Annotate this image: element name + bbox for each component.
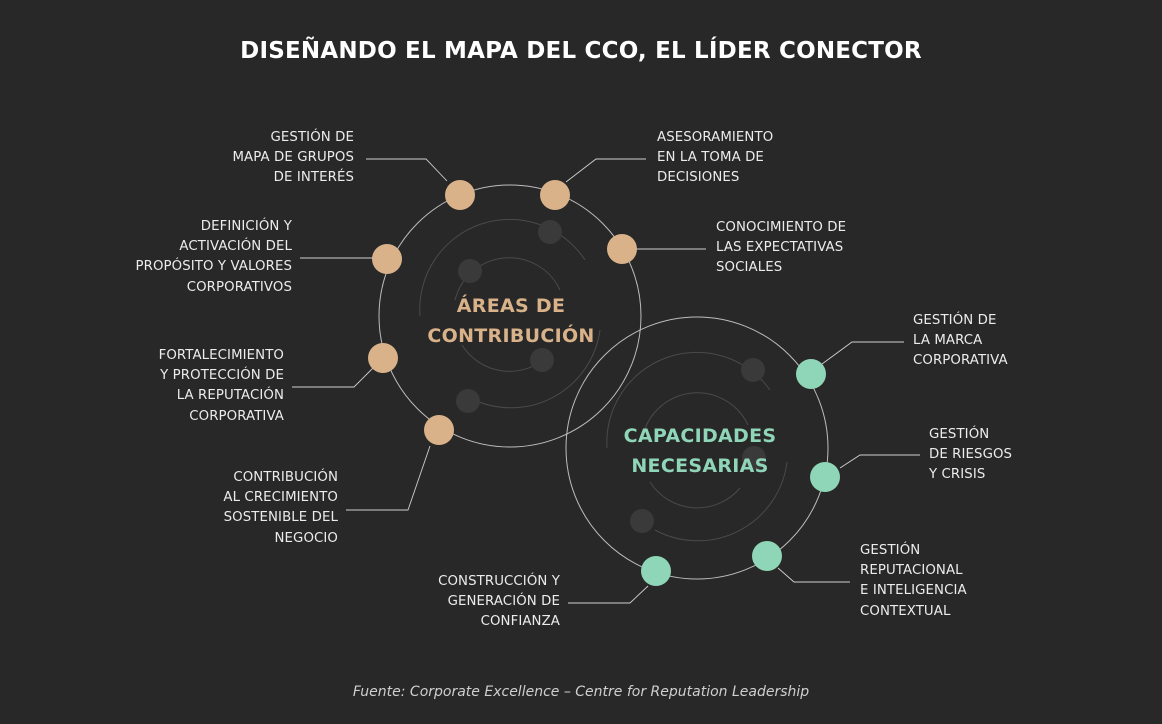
- capacidades-item-dot: [641, 556, 671, 586]
- capacidades-title-line: CAPACIDADES: [623, 425, 777, 447]
- area-item-label: CONOCIMIENTO DE LAS EXPECTATIVAS SOCIALE…: [716, 218, 846, 279]
- label-line: DE RIESGOS: [929, 447, 1013, 463]
- areas-item-dot: [540, 180, 570, 210]
- label-line: CONFIANZA: [480, 614, 560, 630]
- label-line: CONSTRUCCIÓN Y: [438, 574, 560, 589]
- areas-item-dot: [368, 343, 398, 373]
- label-line: E INTELIGENCIA: [860, 583, 967, 599]
- capacidades-inner-dot: [741, 358, 765, 382]
- capacidad-item-label: GESTIÓN DE RIESGOS Y CRISIS: [929, 425, 1012, 486]
- label-line: FORTALECIMIENTO: [158, 348, 284, 363]
- label-line: DEFINICIÓN Y: [200, 219, 292, 234]
- capacidades-center-title: CAPACIDADES NECESARIAS: [600, 421, 800, 481]
- page-title: DISEÑANDO EL MAPA DEL CCO, EL LÍDER CONE…: [240, 38, 922, 64]
- label-line: CORPORATIVOS: [186, 279, 292, 295]
- label-line: LA MARCA: [913, 333, 983, 349]
- label-line: ASESORAMIENTO: [657, 130, 774, 145]
- area-item-label: ASESORAMIENTO EN LA TOMA DE DECISIONES: [657, 128, 773, 189]
- areas-inner-dot: [456, 389, 480, 413]
- capacidades-item-dot: [752, 541, 782, 571]
- label-line: LA REPUTACIÓN: [176, 388, 284, 404]
- label-line: CONOCIMIENTO DE: [716, 220, 847, 235]
- area-item-label: FORTALECIMIENTO Y PROTECCIÓN DE LA REPUT…: [159, 346, 284, 427]
- capacidades-outer-ring: [565, 316, 829, 580]
- label-line: DE INTERÉS: [273, 170, 354, 186]
- areas-title-line: CONTRIBUCIÓN: [427, 325, 595, 347]
- areas-item-dot: [424, 415, 454, 445]
- label-line: NEGOCIO: [274, 530, 338, 546]
- label-line: MAPA DE GRUPOS: [232, 150, 354, 166]
- capacidades-inner-arcs: [606, 351, 788, 542]
- label-line: REPUTACIONAL: [860, 563, 963, 579]
- label-line: GESTIÓN DE: [913, 313, 997, 328]
- label-line: SOSTENIBLE DEL: [223, 510, 338, 526]
- areas-inner-dot: [530, 348, 554, 372]
- label-line: DECISIONES: [657, 170, 740, 186]
- capacidades-item-dot: [796, 359, 826, 389]
- capacidades-item-dot: [810, 462, 840, 492]
- label-line: GESTIÓN DE: [270, 130, 354, 145]
- label-line: AL CRECIMIENTO: [223, 490, 338, 506]
- areas-outer-ring: [378, 184, 642, 448]
- area-item-label: CONTRIBUCIÓN AL CRECIMIENTO SOSTENIBLE D…: [223, 468, 338, 549]
- areas-item-dot: [372, 244, 402, 274]
- areas-item-dot: [607, 234, 637, 264]
- connector-lines: [292, 158, 920, 604]
- label-line: GENERACIÓN DE: [447, 594, 560, 610]
- capacidad-item-label: GESTIÓN DE LA MARCA CORPORATIVA: [913, 311, 1008, 372]
- capacidad-item-label: GESTIÓN REPUTACIONAL E INTELIGENCIA CONT…: [860, 541, 967, 622]
- capacidades-inner-dot: [742, 446, 766, 470]
- label-line: CORPORATIVA: [189, 408, 284, 424]
- label-line: LAS EXPECTATIVAS: [716, 240, 844, 256]
- label-line: GESTIÓN: [860, 543, 921, 558]
- label-line: Y PROTECCIÓN DE: [160, 368, 284, 384]
- source-caption: Fuente: Corporate Excellence – Centre fo…: [352, 684, 810, 700]
- capacidades-inner-dot: [630, 509, 654, 533]
- label-line: GESTIÓN: [929, 427, 990, 442]
- label-line: PROPÓSITO Y VALORES: [135, 259, 292, 275]
- label-line: ACTIVACIÓN DEL: [179, 239, 292, 255]
- areas-inner-dot: [538, 220, 562, 244]
- capacidades-title-line: NECESARIAS: [631, 455, 769, 477]
- areas-inner-dot: [458, 259, 482, 283]
- label-line: SOCIALES: [716, 260, 783, 276]
- area-item-label: DEFINICIÓN Y ACTIVACIÓN DEL PROPÓSITO Y …: [136, 217, 292, 298]
- label-line: Y CRISIS: [929, 467, 986, 483]
- label-line: CONTEXTUAL: [860, 603, 951, 619]
- label-line: EN LA TOMA DE: [657, 150, 764, 166]
- label-line: CONTRIBUCIÓN: [233, 470, 338, 485]
- areas-item-dot: [445, 180, 475, 210]
- label-line: CORPORATIVA: [913, 353, 1008, 369]
- area-item-label: GESTIÓN DE MAPA DE GRUPOS DE INTERÉS: [232, 128, 354, 189]
- areas-center-title: ÁREAS DE CONTRIBUCIÓN: [411, 291, 611, 351]
- capacidad-item-label: CONSTRUCCIÓN Y GENERACIÓN DE CONFIANZA: [438, 572, 560, 633]
- areas-title-line: ÁREAS DE: [456, 295, 566, 317]
